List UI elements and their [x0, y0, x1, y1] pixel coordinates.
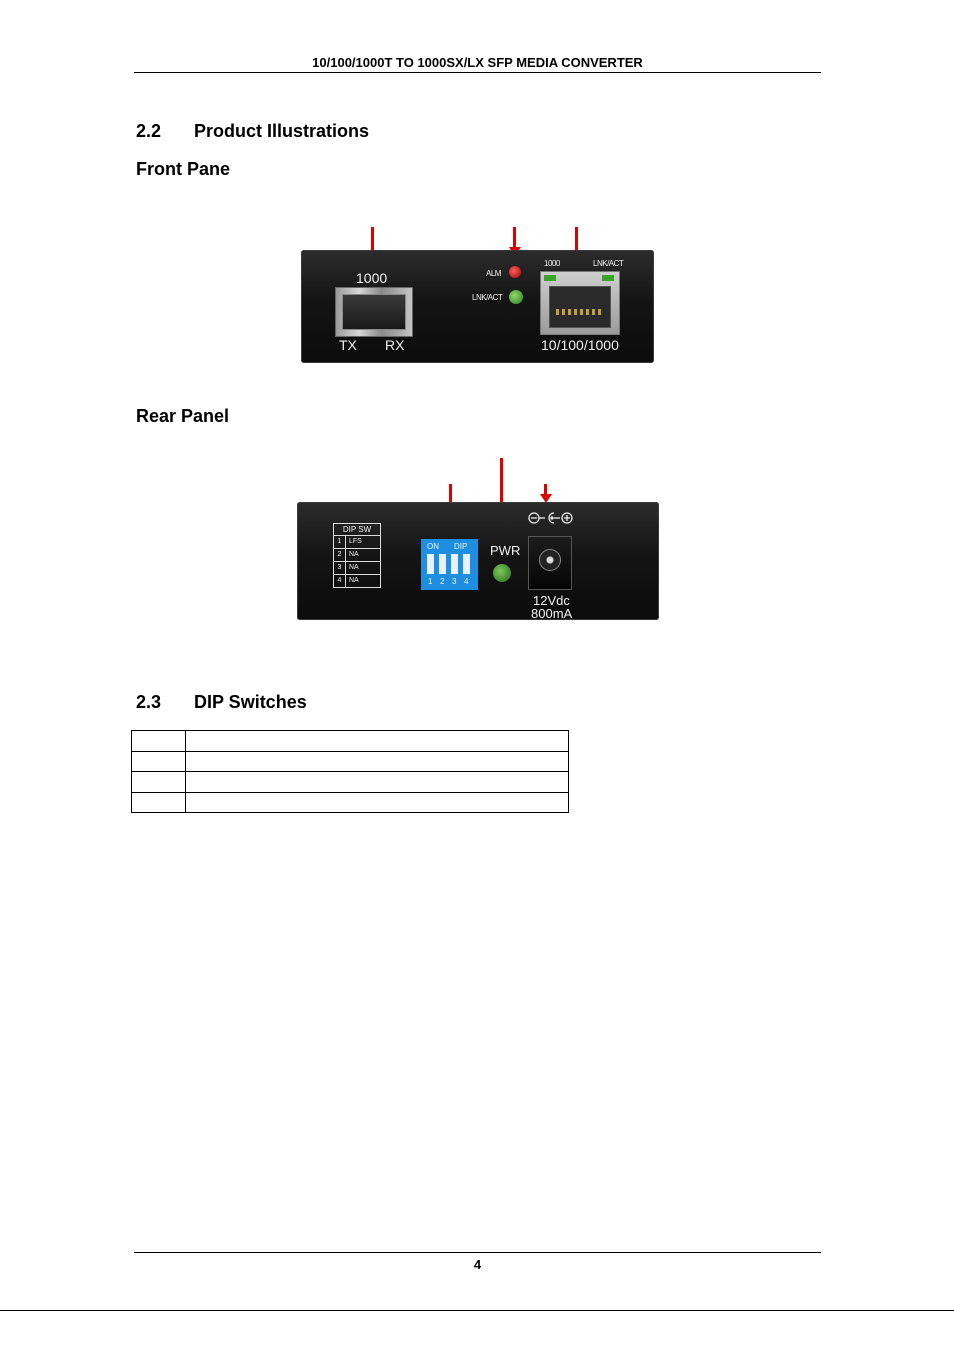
tx-label: TX: [339, 337, 357, 353]
table-cell: [131, 771, 186, 793]
dip-switch-block: ON DIP 1 2 3 4: [421, 539, 478, 590]
dip-dip-label: DIP: [454, 542, 468, 551]
section-2-3-title: DIP Switches: [194, 692, 307, 712]
page-number: 4: [473, 1257, 482, 1272]
section-2-2-number: 2.2: [136, 121, 162, 141]
rear-arrow-dc: [540, 484, 552, 503]
voltage-label: 12Vdc: [533, 593, 570, 608]
dip-toggle-3[interactable]: [451, 554, 458, 574]
table-row: [131, 771, 569, 793]
dip-printed-row: 4 NA: [334, 575, 380, 587]
lnkact-led-label: LNK/ACT: [472, 293, 503, 302]
dip-printed-table: DIP SW 1 LFS 2 NA 3 NA 4 NA: [333, 523, 381, 588]
dip-switch-table: [131, 730, 569, 813]
table-row: [131, 750, 569, 772]
alm-led: [509, 266, 521, 278]
rj45-port: [540, 271, 620, 335]
dip-printed-header: DIP SW: [334, 524, 380, 536]
lnkact-led: [509, 290, 523, 304]
rx-label: RX: [385, 337, 405, 353]
dip-toggle-4[interactable]: [463, 554, 470, 574]
rear-panel-heading: Rear Panel: [136, 406, 230, 426]
page-bottom-rule: [0, 1310, 954, 1311]
alm-label: ALM: [486, 269, 501, 278]
dip-printed-row: 3 NA: [334, 562, 380, 575]
rj45-speed-label: 1000: [544, 259, 560, 268]
dip-number-1: 1: [428, 577, 433, 586]
table-cell: [185, 791, 569, 813]
table-row: [131, 730, 569, 752]
table-cell: [185, 730, 569, 752]
document-header-title: 10/100/1000T TO 1000SX/LX SFP MEDIA CONV…: [312, 55, 643, 70]
dip-number-3: 3: [452, 577, 457, 586]
table-cell: [185, 750, 569, 772]
dip-number-4: 4: [464, 577, 469, 586]
front-panel-heading: Front Pane: [136, 159, 231, 179]
dc-polarity-icon: [528, 512, 573, 524]
dip-number-2: 2: [440, 577, 445, 586]
section-2-3-number: 2.3: [136, 692, 162, 712]
table-cell: [185, 771, 569, 793]
pwr-label: PWR: [490, 543, 521, 558]
dip-printed-row: 1 LFS: [334, 536, 380, 549]
rj45-lnkact-label: LNK/ACT: [593, 259, 624, 268]
rj45-port-label: 10/100/1000: [541, 337, 619, 353]
table-cell: [131, 730, 186, 752]
dip-printed-row: 2 NA: [334, 549, 380, 562]
section-2-2-title: Product Illustrations: [194, 121, 370, 141]
table-row: [131, 791, 569, 813]
table-cell: [131, 750, 186, 772]
table-cell: [131, 791, 186, 813]
rear-panel-photo: DIP SW 1 LFS 2 NA 3 NA 4 NA ON DIP 1 2 3…: [297, 502, 659, 621]
front-panel-photo: 1000 TX RX ALM LNK/ACT 1000 LNK/ACT 10/1…: [301, 250, 654, 363]
dip-toggle-1[interactable]: [427, 554, 434, 574]
sfp-speed-label: 1000: [356, 270, 388, 286]
dip-on-label: ON: [427, 542, 439, 551]
dc-power-jack: [528, 536, 572, 590]
footer-rule: [134, 1252, 821, 1253]
current-label: 800mA: [531, 606, 573, 621]
pwr-led: [493, 564, 511, 582]
dip-toggle-2[interactable]: [439, 554, 446, 574]
sfp-port: [335, 287, 413, 337]
header-rule: [134, 72, 821, 73]
